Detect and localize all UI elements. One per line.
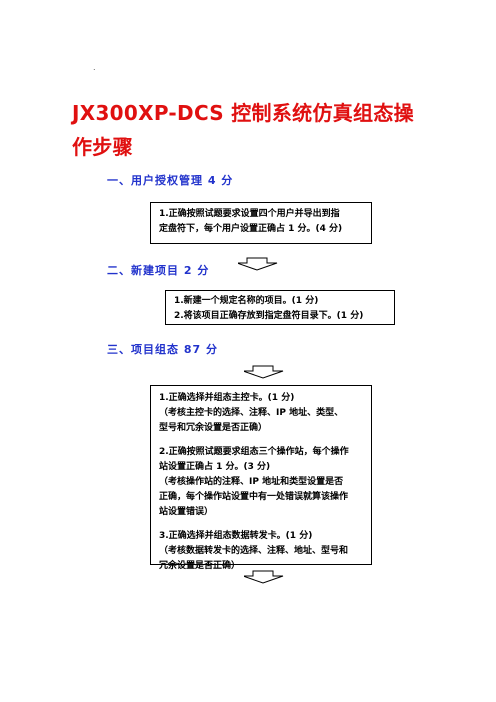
box-text-line: （考核操作站的注释、IP 地址和类型设置是否 — [159, 477, 344, 487]
section-project-configuration: 三、项目组态 87 分 — [107, 343, 218, 356]
box-text-line: （考核数据转发卡的选择、注释、地址、型号和 — [159, 546, 349, 556]
box-text-line: 定盘符下，每个用户设置正确占 1 分。(4 分) — [159, 224, 343, 234]
box-user-authorization: 1.正确按照试题要求设置四个用户并导出到指 定盘符下，每个用户设置正确占 1 分… — [150, 202, 372, 244]
down-arrow-icon — [244, 570, 284, 584]
box-text-line: 站设置错误） — [159, 507, 214, 517]
box-text-line: 2.将该项目正确存放到指定盘符目录下。(1 分) — [174, 311, 364, 321]
box-text-line: 1.正确按照试题要求设置四个用户并导出到指 — [159, 209, 340, 219]
document-title: JX300XP-DCS 控制系统仿真组态操作步骤 — [72, 101, 414, 159]
box-text-line: 站设置正确占 1 分。(3 分) — [159, 462, 271, 472]
stray-dot: . — [93, 63, 96, 72]
box-text-line: 冗余设置是否正确） — [159, 561, 241, 571]
box-project-configuration: 1.正确选择并组态主控卡。(1 分) （考核主控卡的选择、注释、IP 地址、类型… — [150, 385, 372, 571]
section-new-project: 二、新建项目 2 分 — [107, 264, 210, 277]
box-text-line: 正确，每个操作站设置中有一处错误就算该操作 — [159, 492, 349, 502]
box-text-line: 型号和冗余设置是否正确） — [159, 423, 268, 433]
box-new-project: 1.新建一个规定名称的项目。(1 分) 2.将该项目正确存放到指定盘符目录下。(… — [165, 290, 395, 325]
box-text-line: 3.正确选择并组态数据转发卡。(1 分) — [159, 531, 313, 541]
box-text-line: 1.新建一个规定名称的项目。(1 分) — [174, 296, 319, 306]
section-user-authorization: 一、用户授权管理 4 分 — [107, 174, 234, 187]
box-text-line: （考核主控卡的选择、注释、IP 地址、类型、 — [159, 408, 344, 418]
box-text-line: 2.正确按照试题要求组态三个操作站，每个操作 — [159, 447, 349, 457]
box-text-line: 1.正确选择并组态主控卡。(1 分) — [159, 393, 295, 403]
down-arrow-icon — [244, 365, 284, 379]
down-arrow-icon — [238, 257, 278, 271]
